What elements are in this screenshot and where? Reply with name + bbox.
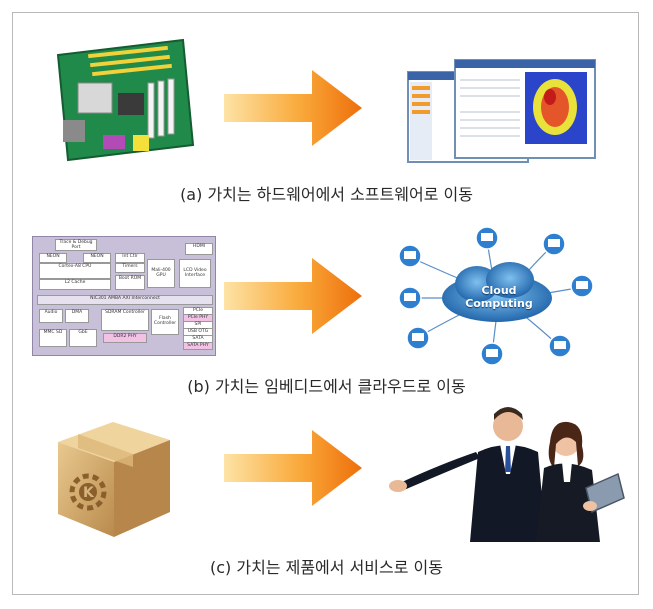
soc-block-diagram: Trace & Debug Port NEON NEON Cortex-A8 C… bbox=[32, 236, 216, 356]
arrow-right-icon bbox=[224, 70, 362, 146]
caption-a: (a) 가치는 하드웨어에서 소프트웨어로 이동 bbox=[180, 185, 473, 204]
soc-intctl: Int Ctlr bbox=[115, 253, 145, 263]
soc-mmc: MMC SD bbox=[39, 329, 67, 347]
gear-icon: K bbox=[69, 473, 107, 511]
motherboard-image bbox=[56, 38, 195, 162]
cloud-label: Cloud Computing bbox=[465, 284, 533, 310]
soc-flash: Flash Controller bbox=[151, 309, 179, 335]
soc-audio: Audio bbox=[39, 309, 63, 323]
soc-cpu: Cortex-A8 CPU bbox=[39, 263, 111, 279]
caption-b: (b) 가치는 임베디드에서 클라우드로 이동 bbox=[187, 377, 466, 396]
arrow-right-icon bbox=[224, 430, 362, 506]
product-box-image: K bbox=[58, 422, 170, 537]
soc-lcd: LCD Video Interface bbox=[179, 259, 211, 288]
arrow-right-icon bbox=[224, 258, 362, 334]
cloud-network-image bbox=[398, 226, 594, 366]
soc-neon-1: NEON bbox=[39, 253, 67, 263]
row-a: (a) 가치는 하드웨어에서 소프트웨어로 이동 bbox=[0, 0, 653, 210]
soc-sata-phy: SATA PHY bbox=[183, 342, 213, 350]
figure-frame bbox=[12, 12, 639, 595]
soc-gpu: Mali-400 GPU bbox=[147, 259, 175, 288]
svg-text:K: K bbox=[83, 485, 95, 501]
soc-neon-2: NEON bbox=[83, 253, 111, 263]
soc-ddr: DDR2 PHY bbox=[103, 333, 147, 343]
soc-sdram: SDRAM Controller bbox=[101, 309, 149, 331]
soc-cache: L2 Cache bbox=[39, 279, 111, 290]
soc-trace: Trace & Debug Port bbox=[55, 239, 97, 251]
soc-timers: Timers bbox=[115, 263, 145, 273]
caption-c: (c) 가치는 제품에서 서비스로 이동 bbox=[210, 558, 443, 577]
soc-gbe: GbE bbox=[69, 329, 97, 347]
soc-dma: DMA bbox=[65, 309, 89, 323]
soc-bus: NIC301 AMBA AXI Interconnect bbox=[37, 295, 213, 305]
soc-boot: Boot ROM bbox=[115, 275, 145, 290]
service-people-image bbox=[389, 407, 625, 542]
soc-hdmi: HDMI bbox=[185, 243, 213, 255]
row-b: Trace & Debug Port NEON NEON Cortex-A8 C… bbox=[32, 226, 594, 396]
software-window-image bbox=[407, 59, 596, 163]
